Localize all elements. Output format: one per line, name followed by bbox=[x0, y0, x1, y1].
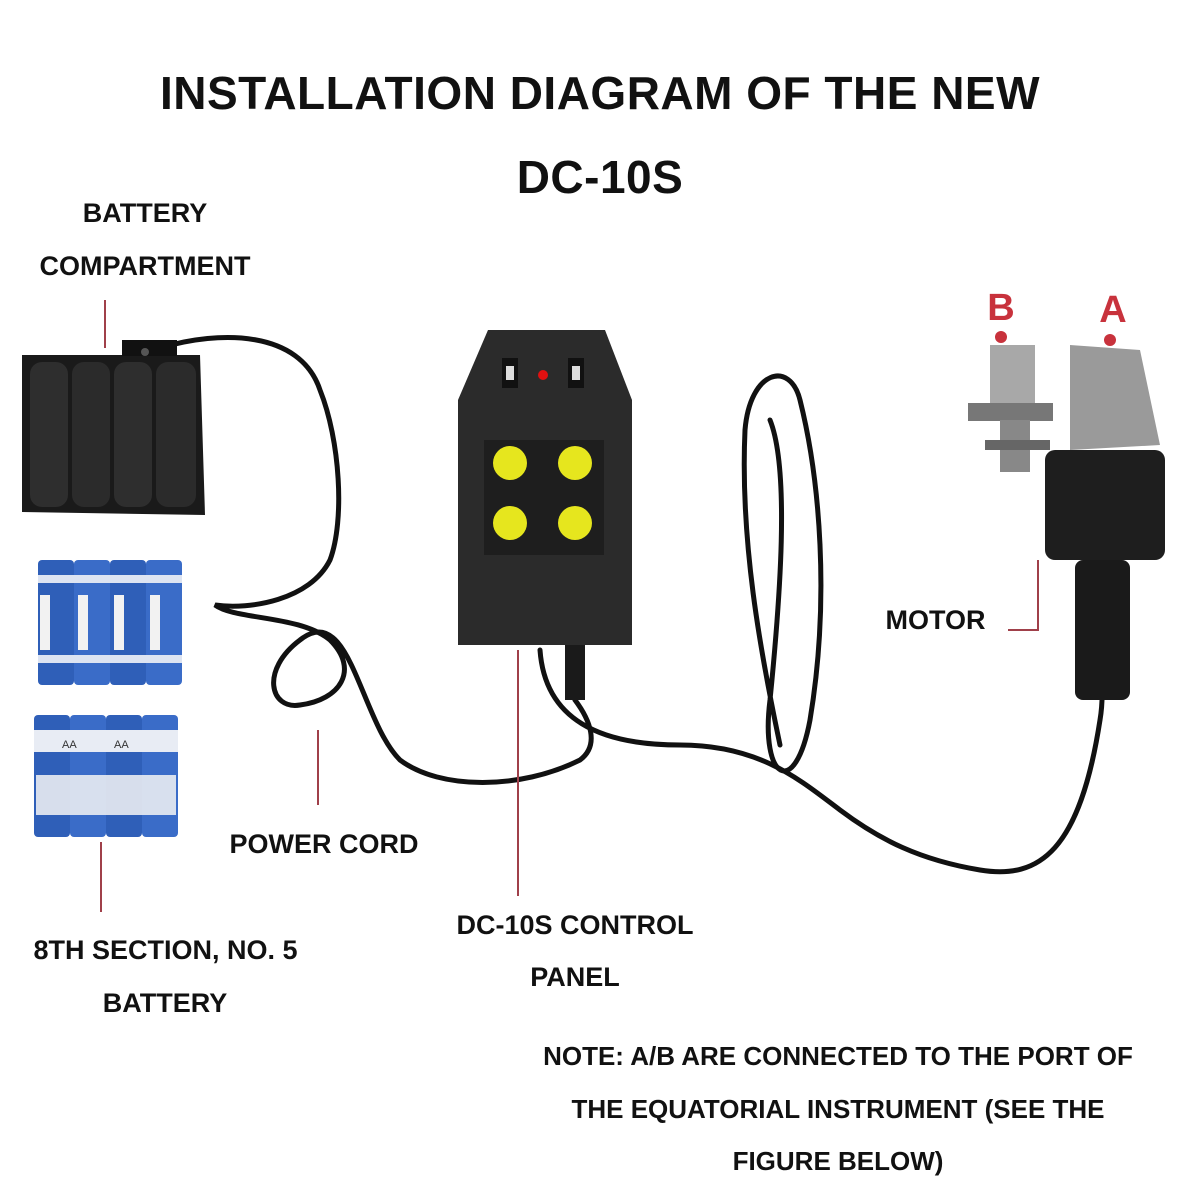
port-b-marker bbox=[995, 331, 1007, 343]
battery-marking-1: AA bbox=[62, 739, 77, 751]
port-b-label: B bbox=[987, 287, 1014, 329]
cables bbox=[157, 335, 1105, 875]
motor-cable bbox=[537, 637, 1105, 875]
motor-label: MOTOR bbox=[885, 605, 986, 635]
panel-button-1 bbox=[493, 446, 527, 480]
power-cord-label: POWER CORD bbox=[229, 829, 419, 859]
power-cord bbox=[157, 335, 594, 785]
battery-pack-top-image bbox=[38, 560, 182, 685]
note-line-1: NOTE: A/B ARE CONNECTED TO THE PORT OF bbox=[543, 1041, 1133, 1071]
battery-compartment-label-1: BATTERY bbox=[82, 198, 208, 228]
panel-button-4 bbox=[558, 506, 592, 540]
leader-motor bbox=[1008, 560, 1039, 631]
control-panel-label-1: DC-10S CONTROL bbox=[456, 910, 694, 940]
battery-marking-2: AA bbox=[114, 739, 129, 751]
battery-label-2: BATTERY bbox=[102, 988, 228, 1018]
note-line-2: THE EQUATORIAL INSTRUMENT (SEE THE bbox=[571, 1094, 1105, 1124]
motor-cable-coil bbox=[741, 373, 824, 774]
note-line-3: FIGURE BELOW) bbox=[732, 1146, 944, 1176]
panel-button-2 bbox=[558, 446, 592, 480]
battery-pack-bottom-image: AA AA bbox=[34, 715, 178, 837]
control-panel-image bbox=[458, 330, 632, 700]
title-line-1: INSTALLATION DIAGRAM OF THE NEW bbox=[159, 67, 1041, 119]
battery-label-1: 8TH SECTION, NO. 5 bbox=[33, 935, 298, 965]
leader-lines bbox=[100, 300, 1039, 912]
port-a-marker bbox=[1104, 334, 1116, 346]
port-a-label: A bbox=[1099, 289, 1126, 331]
control-panel-label-2: PANEL bbox=[530, 962, 620, 992]
panel-button-3 bbox=[493, 506, 527, 540]
title-line-2: DC-10S bbox=[516, 151, 684, 203]
battery-compartment-label-2: COMPARTMENT bbox=[39, 251, 251, 281]
battery-compartment-image bbox=[22, 340, 205, 515]
motor-image bbox=[968, 345, 1165, 700]
